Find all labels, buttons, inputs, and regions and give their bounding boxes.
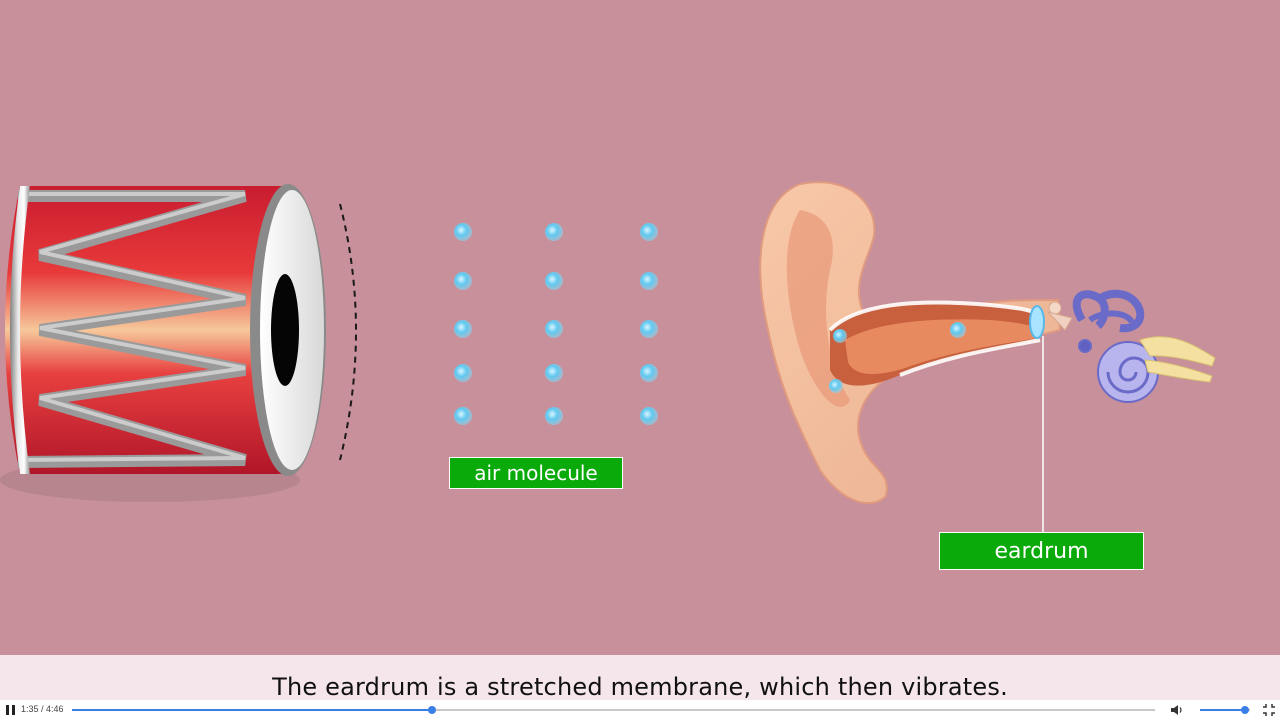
air-molecule-label-text: air molecule	[474, 461, 598, 485]
caption-text: The eardrum is a stretched membrane, whi…	[272, 672, 1008, 701]
vibration-arc	[339, 203, 357, 461]
auditory-nerve	[1139, 336, 1216, 383]
ear-canal-inner	[845, 319, 1038, 375]
ear-molecule	[833, 329, 847, 343]
seek-bar[interactable]	[72, 706, 1155, 714]
ear-fold	[786, 210, 850, 407]
speaker-icon[interactable]	[1170, 703, 1184, 717]
seek-bar-thumb[interactable]	[427, 706, 436, 714]
exit-fullscreen-icon[interactable]	[1262, 703, 1276, 717]
ear-molecule	[829, 379, 843, 393]
drum-back-rim	[10, 186, 30, 474]
air-molecules	[454, 223, 658, 425]
caption-bar: The eardrum is a stretched membrane, whi…	[0, 655, 1280, 701]
ossicles	[1046, 301, 1073, 331]
eardrum-label: eardrum	[939, 532, 1144, 570]
ear-molecule	[950, 322, 966, 338]
animation-scene	[0, 181, 1216, 532]
video-stage[interactable]: air molecule eardrum	[0, 0, 1280, 655]
ear-diagram	[759, 181, 1216, 532]
seek-bar-fill	[72, 709, 432, 711]
eardrum-label-text: eardrum	[994, 538, 1089, 564]
eardrum-membrane	[1029, 305, 1045, 339]
volume-slider-thumb[interactable]	[1241, 706, 1249, 714]
player-controls: 1:35 / 4:46	[0, 700, 1280, 720]
volume-slider-fill	[1200, 709, 1245, 711]
volume-slider[interactable]	[1200, 706, 1250, 714]
pause-icon[interactable]	[5, 704, 17, 716]
drum-hole	[271, 274, 299, 386]
time-display: 1:35 / 4:46	[21, 704, 64, 714]
drum	[0, 184, 357, 502]
air-molecule-label: air molecule	[449, 457, 623, 489]
inner-ear	[1072, 289, 1159, 403]
